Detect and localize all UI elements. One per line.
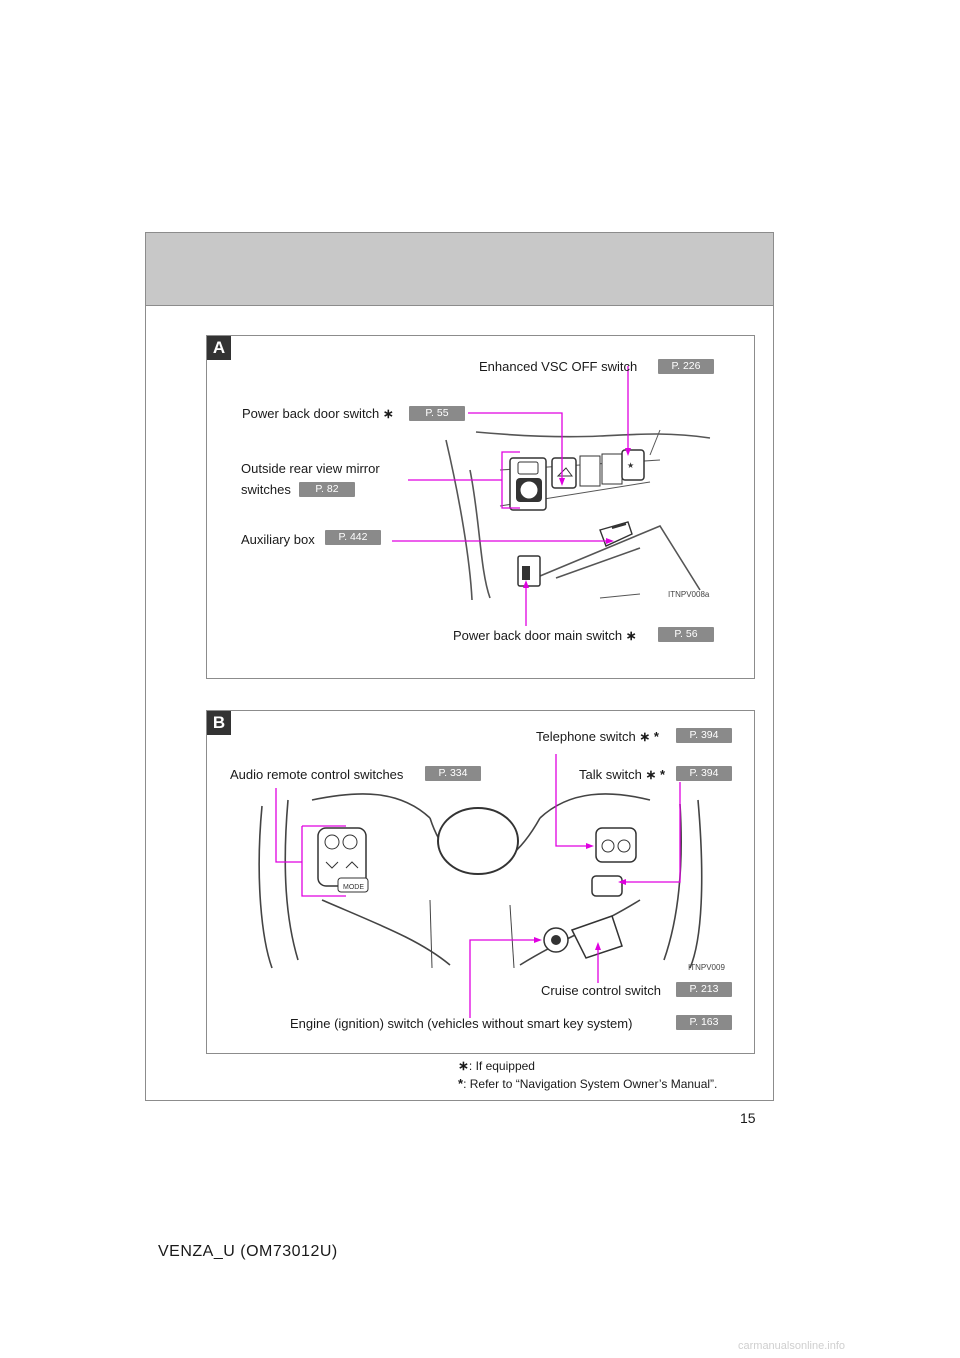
footnote-if-equipped: ∗: If equipped <box>458 1058 535 1073</box>
mirror-switches-label-line1: Outside rear view mirror <box>241 461 380 476</box>
watermark: carmanualsonline.info <box>738 1340 846 1352</box>
mirror-page-ref[interactable]: P. 82 <box>299 482 355 497</box>
audio-page-ref[interactable]: P. 334 <box>425 766 481 781</box>
back-door-page-ref[interactable]: P. 55 <box>409 406 465 421</box>
panel-b-tag: B <box>207 711 231 735</box>
main-switch-page-ref[interactable]: P. 56 <box>658 627 714 642</box>
engine-switch-label: Engine (ignition) switch (vehicles witho… <box>290 1016 633 1031</box>
page-frame <box>145 232 774 1101</box>
telephone-page-ref[interactable]: P. 394 <box>676 728 732 743</box>
talk-switch-marks: ∗ * <box>645 767 666 782</box>
vsc-switch-label: Enhanced VSC OFF switch <box>479 359 638 374</box>
if-equipped-mark: ∗ <box>625 628 637 643</box>
talk-switch-label: Talk switch ∗ * <box>579 767 666 782</box>
vsc-page-ref[interactable]: P. 226 <box>658 359 714 374</box>
svg-text:MODE: MODE <box>343 884 364 891</box>
cruise-control-label: Cruise control switch <box>541 983 661 998</box>
audio-switches-label: Audio remote control switches <box>230 767 404 782</box>
image-code-b: ITNPV009 <box>688 963 725 972</box>
model-code: VENZA_U (OM73012U) <box>158 1243 338 1260</box>
image-code-a: ITNPV008a <box>668 590 710 599</box>
main-switch-label: Power back door main switch ∗ <box>453 628 637 643</box>
auxiliary-box-page-ref[interactable]: P. 442 <box>325 530 381 545</box>
cruise-page-ref[interactable]: P. 213 <box>676 982 732 997</box>
auxiliary-box-label: Auxiliary box <box>241 532 315 547</box>
mirror-switches-label-line2: switches <box>241 482 291 497</box>
engine-page-ref[interactable]: P. 163 <box>676 1015 732 1030</box>
footnote-navigation: *: Refer to “Navigation System Owner’s M… <box>458 1076 718 1091</box>
page-number: 15 <box>740 1110 756 1126</box>
if-equipped-mark: ∗ <box>382 406 394 421</box>
panel-a <box>206 335 755 679</box>
talk-page-ref[interactable]: P. 394 <box>676 766 732 781</box>
telephone-switch-label: Telephone switch ∗ * <box>536 729 659 744</box>
svg-text:★: ★ <box>627 461 634 470</box>
back-door-switch-label: Power back door switch ∗ <box>242 406 394 421</box>
panel-a-tag: A <box>207 336 231 360</box>
header-band <box>146 233 773 306</box>
telephone-switch-marks: ∗ * <box>639 729 659 744</box>
